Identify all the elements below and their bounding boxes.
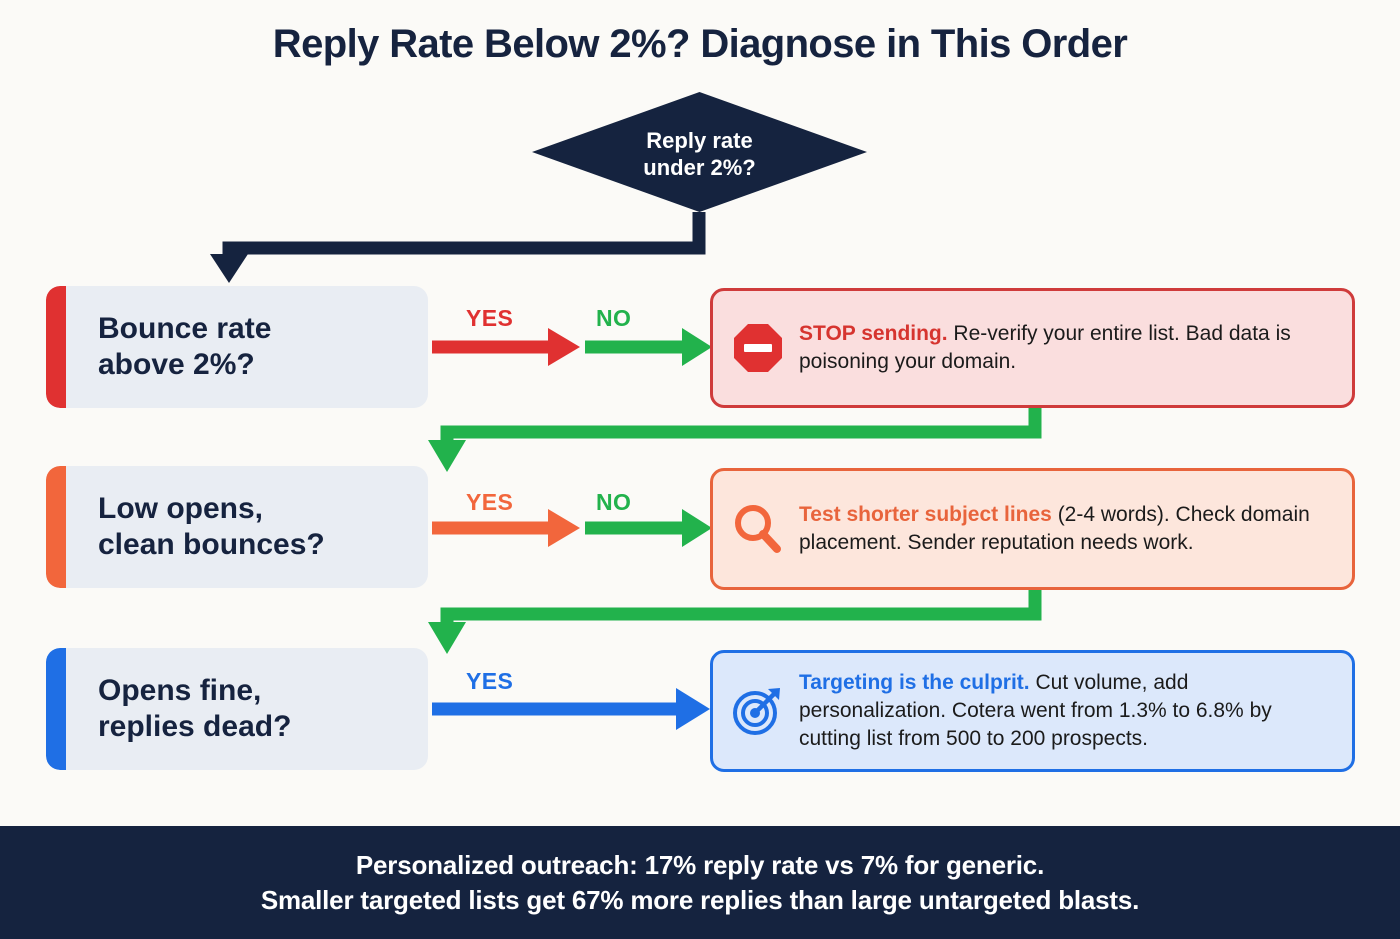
question-label: Opens fine, replies dead? xyxy=(98,674,292,743)
decision-line-1: Reply rate xyxy=(646,128,753,154)
target-icon xyxy=(727,680,789,742)
page-title: Reply Rate Below 2%? Diagnose in This Or… xyxy=(272,22,1128,66)
arrow-row1-yes xyxy=(432,328,580,366)
outcome-lead: Targeting is the culprit. xyxy=(799,671,1030,695)
outcome-box-subject-lines[interactable]: Test shorter subject lines (2-4 words). … xyxy=(710,468,1355,590)
connector-row1-to-row2 xyxy=(428,408,1042,472)
edge-label-row2-no: NO xyxy=(596,489,632,515)
arrow-row2-no xyxy=(585,509,712,547)
outcome-body: Cut volume, add personalization. Cotera … xyxy=(799,671,1272,750)
decision-node[interactable]: Reply rate under 2%? xyxy=(532,92,867,212)
connector-row2-to-row3 xyxy=(428,590,1042,654)
question-label: Bounce rate above 2%? xyxy=(98,312,272,381)
connector-diamond-to-row1 xyxy=(210,212,706,283)
edge-label-row1-no: NO xyxy=(596,305,632,331)
outcome-text: Test shorter subject lines (2-4 words). … xyxy=(799,501,1336,556)
outcome-lead: Test shorter subject lines xyxy=(799,503,1052,527)
arrow-row3-yes xyxy=(432,688,710,730)
outcome-body: Re-verify your entire list. Bad data is … xyxy=(799,322,1291,373)
stop-sign-icon xyxy=(727,317,789,379)
outcome-body: (2-4 words). Check domain placement. Sen… xyxy=(799,503,1310,554)
outcome-box-stop-sending[interactable]: STOP sending. Re-verify your entire list… xyxy=(710,288,1355,408)
accent-bar xyxy=(46,648,66,770)
edge-label-row1-yes: YES xyxy=(466,305,514,331)
outcome-box-targeting[interactable]: Targeting is the culprit. Cut volume, ad… xyxy=(710,650,1355,772)
edge-label-row3-yes: YES xyxy=(466,668,514,694)
outcome-text: Targeting is the culprit. Cut volume, ad… xyxy=(799,669,1336,752)
question-card-opens-fine[interactable]: Opens fine, replies dead? xyxy=(46,648,428,770)
arrow-row1-no xyxy=(585,328,712,366)
question-label: Low opens, clean bounces? xyxy=(98,492,325,561)
magnifier-icon xyxy=(727,498,789,560)
footer-line-1: Personalized outreach: 17% reply rate vs… xyxy=(355,849,1045,880)
decision-line-2: under 2%? xyxy=(643,155,756,180)
outcome-lead: STOP sending. xyxy=(799,322,948,346)
question-card-low-opens[interactable]: Low opens, clean bounces? xyxy=(46,466,428,588)
outcome-text: STOP sending. Re-verify your entire list… xyxy=(799,320,1336,375)
accent-bar xyxy=(46,466,66,588)
footer-line-2: Smaller targeted lists get 67% more repl… xyxy=(260,884,1140,915)
footer-banner: Personalized outreach: 17% reply rate vs… xyxy=(0,826,1400,939)
decision-label: Reply rate under 2%? xyxy=(532,92,867,212)
edge-label-row2-yes: YES xyxy=(466,489,514,515)
accent-bar xyxy=(46,286,66,408)
arrow-row2-yes xyxy=(432,509,580,547)
question-card-bounce-rate[interactable]: Bounce rate above 2%? xyxy=(46,286,428,408)
